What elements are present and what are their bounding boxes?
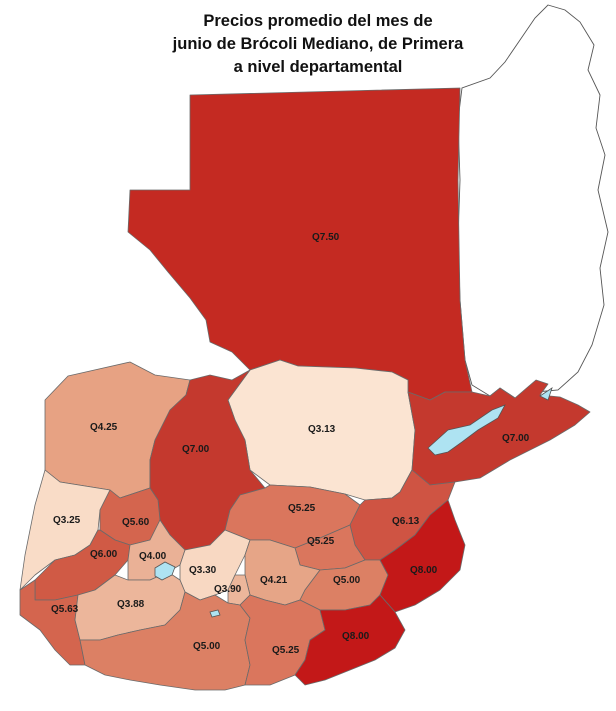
title-line-3: a nivel departamental (233, 58, 403, 76)
lake-izabal (427, 404, 506, 456)
department-jutiapa[interactable] (294, 594, 406, 686)
label-quiche: Q7.00 (182, 444, 210, 455)
label-izabal: Q7.00 (502, 433, 530, 444)
belize-outline (457, 4, 609, 399)
label-peten: Q7.50 (312, 232, 340, 243)
label-alta-verapaz: Q3.13 (308, 424, 336, 435)
label-suchitepequez: Q3.88 (117, 599, 145, 610)
lake-peten-itza-east (539, 387, 553, 401)
department-escuintla[interactable] (79, 591, 251, 691)
label-baja-verapaz: Q5.25 (288, 503, 316, 514)
label-san-marcos: Q3.25 (53, 515, 81, 526)
department-peten[interactable] (127, 87, 473, 401)
label-santa-rosa: Q5.25 (272, 645, 300, 656)
label-chimaltenango: Q3.30 (189, 565, 217, 576)
title-line-2: junio de Brócoli Mediano, de Primera (172, 35, 464, 53)
map-title: Precios promedio del mes de junio de Bró… (118, 10, 518, 79)
label-chiquimula: Q5.00 (333, 575, 361, 586)
label-jutiapa: Q8.00 (342, 631, 370, 642)
lake-atitlan (154, 561, 176, 581)
title-line-1: Precios promedio del mes de (203, 12, 433, 30)
label-chiquimula-east: Q8.00 (410, 565, 438, 576)
label-totonicapan: Q5.60 (122, 517, 150, 528)
lake-amatitlan (209, 609, 221, 618)
label-solola: Q4.00 (139, 551, 167, 562)
label-sacatepequez: Q3.90 (214, 584, 242, 595)
label-quetzaltenango: Q6.00 (90, 549, 118, 560)
label-zacapa: Q6.13 (392, 516, 420, 527)
label-el-progreso: Q5.25 (307, 536, 335, 547)
label-escuintla: Q5.00 (193, 641, 221, 652)
label-huehuetenango: Q4.25 (90, 422, 118, 433)
label-retalhuleu: Q5.63 (51, 604, 79, 615)
label-jalapa: Q4.21 (260, 575, 288, 586)
